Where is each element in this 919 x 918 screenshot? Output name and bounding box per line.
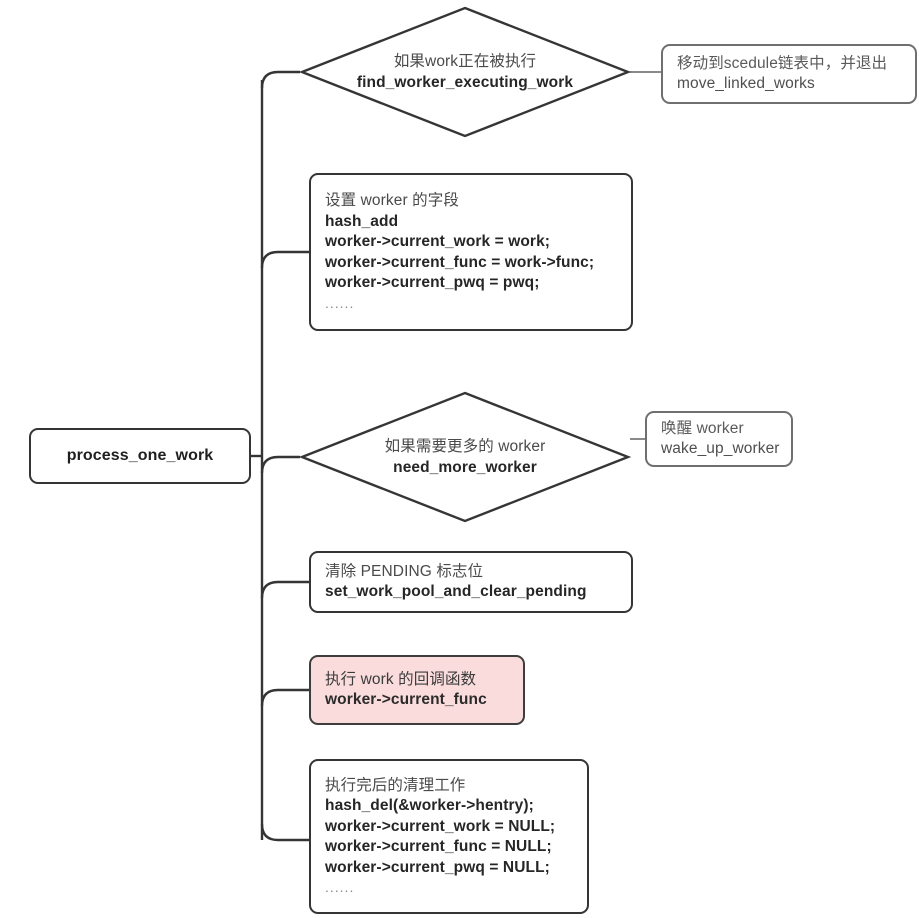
node-line-5: worker->current_pwq = pwq; xyxy=(325,274,540,292)
node-label: process_one_work xyxy=(66,446,214,464)
diamond-shape xyxy=(298,391,632,523)
node-line-1: 设置 worker 的字段 xyxy=(325,192,459,210)
node-set-work-pool-and-clear-pending[interactable]: 清除 PENDING 标志位 set_work_pool_and_clear_p… xyxy=(309,551,633,613)
decision-line-2: need_more_worker xyxy=(393,459,537,476)
node-line-2: hash_del(&worker->hentry); xyxy=(325,797,534,815)
node-run-work-callback[interactable]: 执行 work 的回调函数 worker->current_func xyxy=(309,655,525,725)
node-line-6: ...... xyxy=(325,294,355,311)
node-line-3: worker->current_work = work; xyxy=(325,233,551,251)
node-wake-up-worker[interactable]: 唤醒 worker wake_up_worker xyxy=(645,411,793,467)
node-set-worker-fields[interactable]: 设置 worker 的字段 hash_add worker->current_w… xyxy=(309,173,633,331)
node-cleanup-after-execution[interactable]: 执行完后的清理工作 hash_del(&worker->hentry); wor… xyxy=(309,759,589,914)
node-line-3: worker->current_work = NULL; xyxy=(325,817,556,835)
node-line-1: 清除 PENDING 标志位 xyxy=(325,562,484,580)
node-line-1: 唤醒 worker xyxy=(661,419,744,437)
node-line-1: 移动到scedule链表中，并退出 xyxy=(677,54,888,72)
node-line-4: worker->current_func = NULL; xyxy=(325,838,552,856)
decision-need-more-worker[interactable]: 如果需要更多的 worker need_more_worker xyxy=(298,391,632,523)
node-line-1: 执行完后的清理工作 xyxy=(325,776,466,794)
node-line-2: hash_add xyxy=(325,212,399,230)
node-process-one-work[interactable]: process_one_work xyxy=(29,428,251,484)
node-line-6: ...... xyxy=(325,879,355,896)
node-line-5: worker->current_pwq = NULL; xyxy=(325,858,550,876)
diamond-shape xyxy=(298,6,632,138)
node-line-2: wake_up_worker xyxy=(661,440,780,457)
node-move-linked-works[interactable]: 移动到scedule链表中，并退出 move_linked_works xyxy=(661,44,917,104)
node-line-1: 执行 work 的回调函数 xyxy=(325,670,477,688)
decision-line-1: 如果work正在被执行 xyxy=(393,53,537,70)
node-line-4: worker->current_func = work->func; xyxy=(325,253,595,271)
node-line-2: set_work_pool_and_clear_pending xyxy=(325,583,587,600)
decision-line-2: find_worker_executing_work xyxy=(356,74,574,91)
decision-line-1: 如果需要更多的 worker xyxy=(384,438,546,455)
node-line-2: worker->current_func xyxy=(325,691,487,708)
decision-find-worker-executing-work[interactable]: 如果work正在被执行 find_worker_executing_work xyxy=(298,6,632,138)
node-line-2: move_linked_works xyxy=(677,75,815,92)
